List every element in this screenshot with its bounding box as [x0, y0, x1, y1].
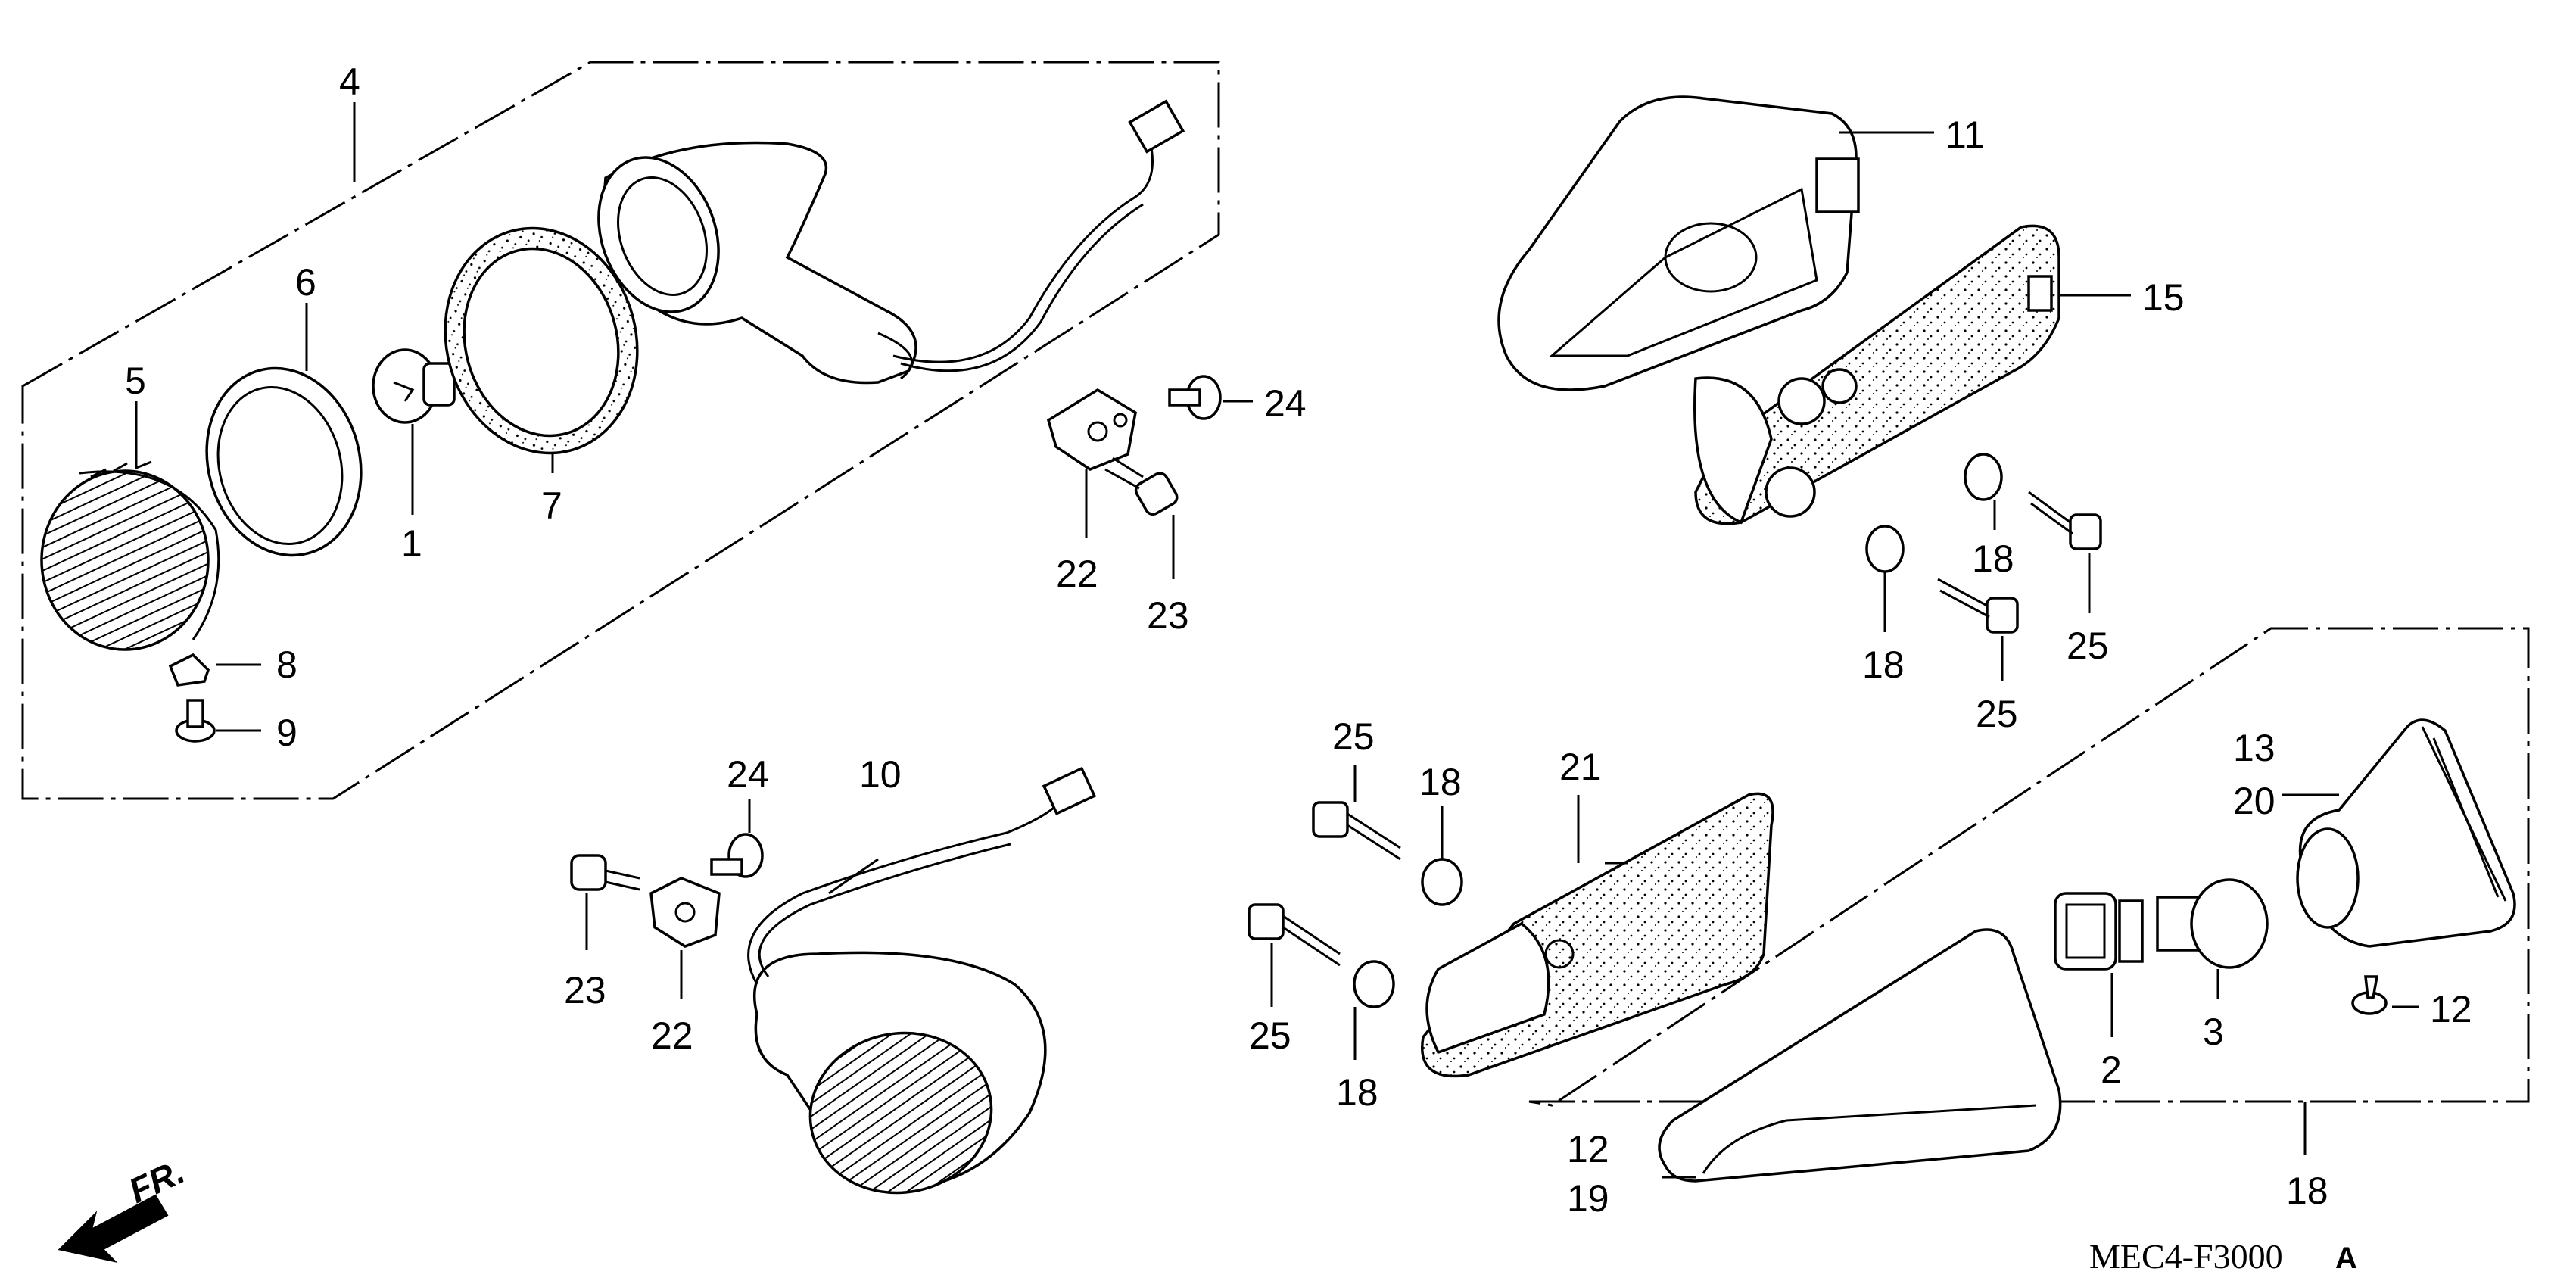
group-4-boundary	[21, 61, 1220, 800]
part-25-bolt-upper-b	[1937, 578, 2019, 634]
callout-20: 20	[2233, 780, 2275, 822]
callout-8: 8	[276, 644, 297, 686]
part-4-front-housing	[597, 99, 1185, 385]
callout-3: 3	[2203, 1011, 2224, 1053]
callout-23-upper: 23	[1147, 594, 1189, 637]
part-22-stay-upper	[1046, 388, 1137, 471]
part-1-bulb	[372, 348, 456, 424]
part-15-rear-base	[1693, 224, 2060, 525]
callout-12: 12	[1567, 1128, 1609, 1170]
callout-14: 13	[2233, 727, 2275, 769]
part-17-collar-upper-a	[1964, 453, 2003, 501]
callout-25-upper-b: 25	[1976, 693, 2018, 735]
diagram-code-suffix: A	[2335, 1242, 2357, 1275]
callout-24-upper: 24	[1264, 382, 1307, 425]
part-7-gasket	[444, 226, 639, 455]
callout-25-lower-a: 25	[1332, 715, 1375, 758]
callout-21: 21	[1559, 746, 1602, 788]
part-25-bolt-lower-b	[1248, 903, 1341, 967]
callout-13: 12	[2430, 988, 2472, 1030]
callout-labels: 4 5 6 1 7 8 9 24 22 23 11 15 18 25 18 25…	[125, 61, 2472, 1220]
part-24-screw-lower	[710, 833, 764, 878]
callout-18: 18	[2286, 1170, 2328, 1212]
part-10-front-signal-lower	[747, 766, 1097, 1195]
group-18-boundary	[1528, 627, 2530, 1107]
part-13-screw	[2351, 975, 2388, 1015]
part-25-bolt-lower-a	[1312, 801, 1401, 861]
callout-1: 1	[401, 522, 422, 565]
part-17-collar-lower-b	[1353, 960, 1395, 1008]
callout-22-lower: 22	[651, 1014, 693, 1057]
part-2-socket	[2054, 892, 2144, 971]
leader-lines	[135, 102, 2419, 1179]
part-25-bolt-upper-a	[2028, 491, 2102, 550]
callout-19: 19	[1567, 1177, 1609, 1220]
part-23-bolt-lower	[570, 854, 640, 891]
diagram-code: MEC4-F3000	[2089, 1237, 2283, 1276]
part-5-front-lens	[40, 460, 220, 651]
callout-5: 5	[125, 360, 146, 402]
callout-7: 7	[541, 485, 562, 527]
part-17-collar-upper-b	[1865, 525, 1905, 573]
part-12-19-rear-lens	[1658, 928, 2062, 1183]
callout-23-lower: 23	[564, 969, 606, 1011]
callout-6: 6	[295, 261, 316, 304]
part-23-bolt-upper	[1104, 457, 1179, 516]
part-22-stay-lower	[649, 877, 721, 948]
part-24-screw-upper	[1168, 375, 1222, 420]
part-3-wedge-bulb	[2156, 878, 2269, 969]
callout-10: 10	[859, 753, 902, 796]
part-21-rear-base-lower	[1421, 792, 1774, 1078]
front-direction-arrow: FR.	[58, 1151, 190, 1263]
part-9-screw	[175, 699, 216, 743]
callout-17-lower-a: 18	[1419, 761, 1462, 803]
callout-22-upper: 22	[1056, 553, 1098, 595]
part-17-collar-lower-a	[1421, 858, 1463, 906]
callout-4: 4	[339, 61, 360, 103]
callout-25-upper-a: 25	[2067, 625, 2109, 667]
callout-15: 15	[2142, 276, 2185, 319]
callout-9: 9	[276, 712, 297, 754]
callout-25-lower-b: 25	[1249, 1014, 1291, 1057]
part-8-clip	[168, 653, 210, 687]
part-11-rear-housing	[1497, 95, 1860, 391]
part-6-rim	[205, 366, 363, 557]
callout-2: 2	[2101, 1049, 2122, 1091]
callout-11: 11	[1945, 114, 1985, 156]
callout-24-lower: 24	[727, 753, 769, 796]
callout-17-upper-a: 18	[1972, 538, 2014, 580]
callout-17-upper-b: 18	[1862, 644, 1905, 686]
front-direction-label: FR.	[123, 1151, 190, 1211]
part-14-20-rear-reflector	[2296, 718, 2516, 948]
callout-17-lower-b: 18	[1336, 1071, 1378, 1114]
